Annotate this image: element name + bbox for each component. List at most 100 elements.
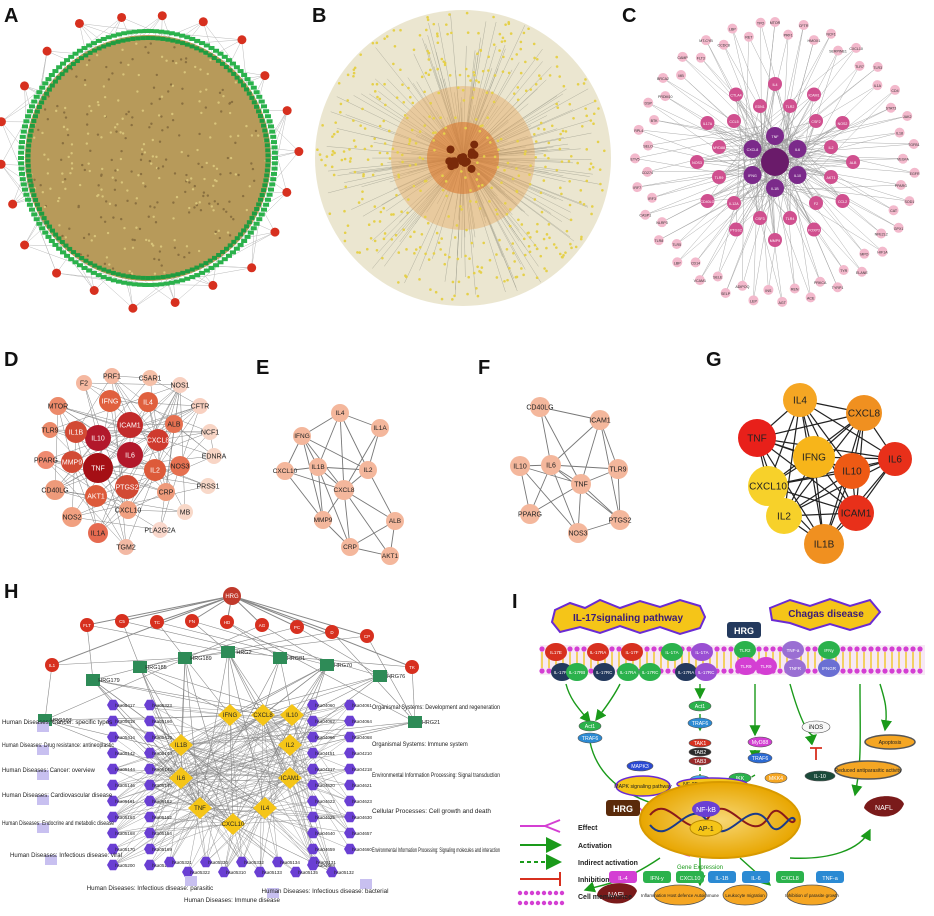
- network-node: [371, 83, 374, 86]
- receptor-label: IL-17A: [695, 650, 708, 655]
- network-node: [448, 13, 451, 16]
- network-node: [579, 201, 582, 204]
- gene-label: MMP9: [770, 239, 780, 243]
- compound-label: HRG70: [334, 663, 352, 669]
- network-node: [482, 242, 485, 245]
- target-node: [265, 163, 270, 167]
- network-edge: [263, 715, 350, 817]
- target-node: [148, 283, 154, 287]
- compound-node: [135, 227, 137, 229]
- network-edge: [344, 428, 380, 490]
- network-edge: [232, 596, 412, 667]
- membrane-lipid: [868, 646, 873, 651]
- compound-node: [68, 228, 70, 230]
- gene-expression-label: Gene Expression: [677, 865, 723, 871]
- compound-node: [174, 172, 176, 174]
- nucleus: NF-kB AP-1: [640, 782, 800, 858]
- gene-label: CASP1: [639, 214, 651, 218]
- compound-node: [158, 177, 160, 179]
- compound-node: [208, 202, 210, 204]
- compound-node: [212, 209, 214, 211]
- compound-node: [154, 273, 156, 275]
- compound-node: [161, 96, 163, 98]
- network-node: [454, 116, 457, 119]
- gene-label: MYD88: [713, 146, 725, 150]
- target-node: [260, 119, 265, 123]
- network-node: [556, 65, 559, 68]
- network-node: [432, 23, 435, 26]
- gene-label: IL10: [513, 463, 527, 470]
- pathway-node-label: Act1: [585, 724, 595, 730]
- network-node: [376, 42, 379, 45]
- network-node: [523, 238, 526, 241]
- network-node: [451, 298, 454, 301]
- target-node: [156, 276, 161, 280]
- network-node: [382, 120, 385, 123]
- target-node: [21, 130, 27, 134]
- network-node: [423, 91, 426, 94]
- target-node: [20, 135, 26, 139]
- target-label: ICAM1: [281, 776, 300, 782]
- legend-effect-symbol: [520, 820, 560, 832]
- target-node: [31, 212, 37, 216]
- target-node: [161, 275, 166, 279]
- compound-node: [105, 66, 107, 68]
- compound-node: [161, 264, 163, 266]
- compound-node: [39, 184, 41, 186]
- target-node: [97, 46, 102, 50]
- network-node: [500, 181, 503, 184]
- gene-label: IRF3: [648, 197, 656, 201]
- network-node: [429, 102, 432, 105]
- pathway-label: hsa04062: [315, 719, 335, 724]
- target-node: [116, 280, 122, 284]
- target-node: [203, 51, 208, 55]
- network-node: [495, 208, 498, 211]
- network-node: [349, 157, 352, 160]
- compound-node: [137, 174, 139, 176]
- network-node: [502, 70, 505, 73]
- network-node: [580, 236, 583, 239]
- gene-label: IFNG: [102, 398, 119, 405]
- network-node: [473, 74, 476, 77]
- pathway-node-label: IL-10: [814, 774, 826, 780]
- compound-node: [175, 62, 177, 64]
- network-node: [462, 89, 465, 92]
- network-node: [409, 235, 412, 238]
- compound-node: [64, 107, 66, 109]
- network-node: [490, 186, 493, 189]
- legend-indirect: Indirect activation: [578, 860, 638, 867]
- network-node: [389, 157, 392, 160]
- network-node: [440, 58, 443, 61]
- pathway-label: hsa04068: [352, 735, 372, 740]
- membrane-lipid: [539, 668, 544, 673]
- compound-node: [150, 162, 152, 164]
- target-node: [92, 49, 97, 53]
- network-node: [356, 251, 359, 254]
- network-node: [594, 100, 597, 103]
- target-node: [116, 32, 122, 36]
- compound-node: [181, 88, 183, 90]
- network-node: [592, 122, 595, 125]
- compound-node: [161, 56, 163, 58]
- target-node: [111, 271, 116, 275]
- gene-label: NLRP3: [656, 221, 668, 225]
- target-node: [190, 268, 195, 272]
- network-node: [563, 85, 566, 88]
- activation-arrow: [880, 684, 886, 730]
- network-node: [364, 148, 367, 151]
- network-node: [504, 23, 507, 26]
- compound-node: [47, 158, 49, 160]
- gene-label: MB: [180, 509, 191, 516]
- network-node: [508, 72, 511, 75]
- target-node: [268, 124, 274, 128]
- receptor-label: IL-17RA: [620, 670, 637, 675]
- network-node: [562, 254, 565, 257]
- target-node: [174, 32, 180, 36]
- compound-node: [227, 231, 229, 233]
- network-node: [482, 70, 485, 73]
- network-node: [407, 198, 410, 201]
- cytokine-label: CXCL8: [781, 876, 799, 882]
- pathway-node-label: TRAF6: [692, 721, 709, 727]
- category-label: Human Diseases: Infectious disease: vira…: [10, 852, 122, 859]
